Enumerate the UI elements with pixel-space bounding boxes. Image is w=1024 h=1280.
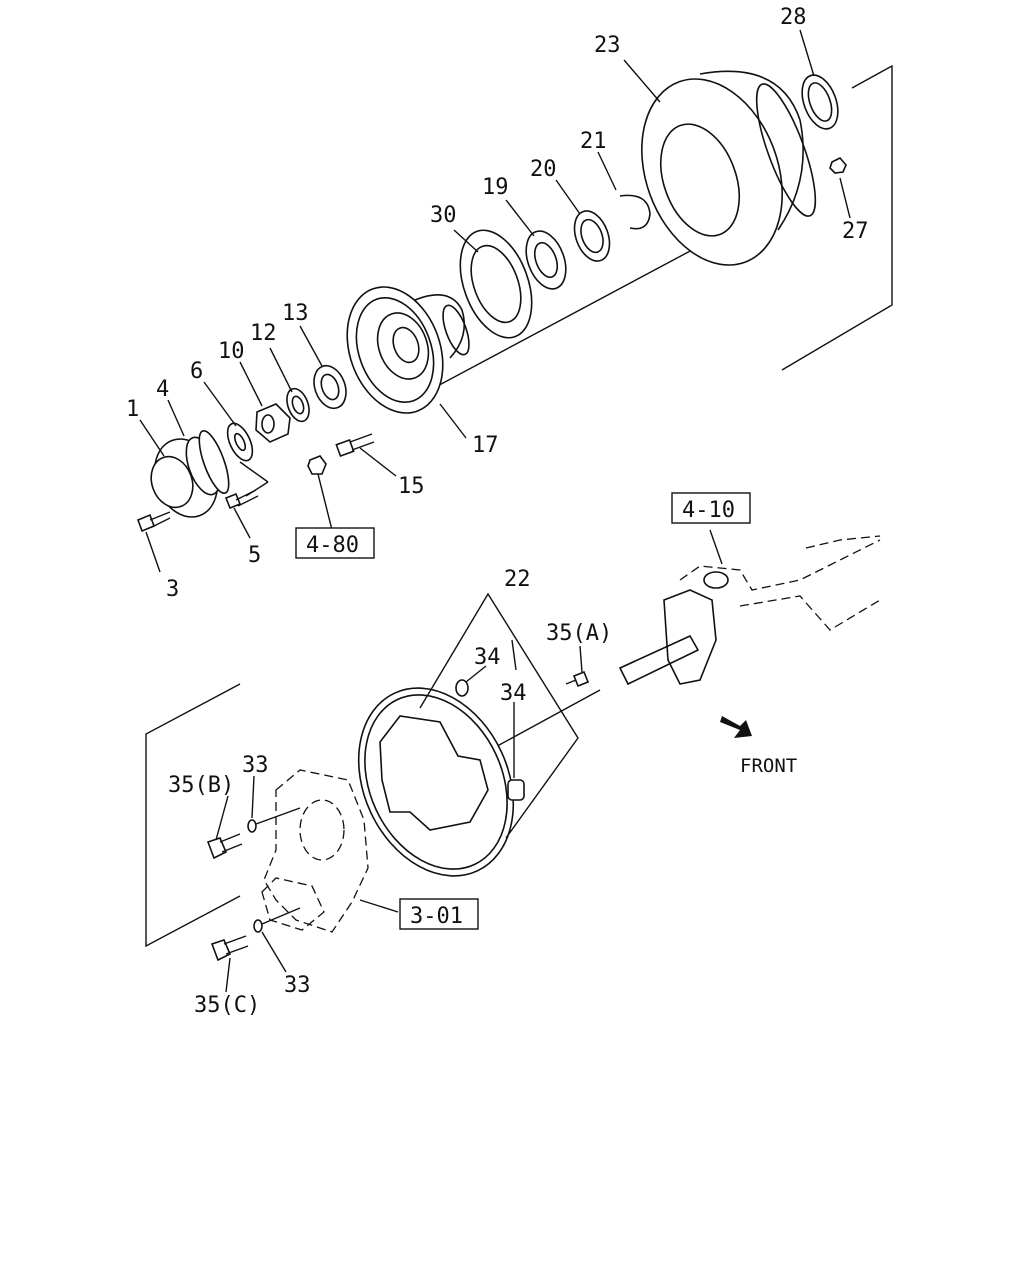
inner-bearing-part bbox=[525, 230, 567, 290]
hub-cap-bolt-part bbox=[224, 489, 259, 510]
part-label-5: 5 bbox=[248, 543, 261, 568]
part-label-34-lower: 34 bbox=[500, 681, 527, 706]
part-label-27: 27 bbox=[842, 219, 869, 244]
ref-label-4-10: 4-10 bbox=[682, 498, 735, 523]
hub-stud-part bbox=[335, 433, 375, 458]
brake-anchor-part bbox=[261, 769, 369, 933]
wheel-nut-part bbox=[307, 455, 327, 475]
part-label-12: 12 bbox=[250, 321, 277, 346]
part-label-33-upper: 33 bbox=[242, 753, 269, 778]
hub-nut-part bbox=[255, 403, 291, 443]
part-label-6: 6 bbox=[190, 359, 203, 384]
part-label-19: 19 bbox=[482, 175, 509, 200]
drum-seal-part bbox=[801, 74, 839, 130]
drum-nut-part bbox=[829, 157, 847, 174]
thrust-washer-part bbox=[286, 387, 310, 423]
part-label-35b: 35(B) bbox=[168, 773, 234, 798]
part-label-23: 23 bbox=[594, 33, 621, 58]
cap-bolt-part bbox=[136, 511, 171, 533]
part-label-33-lower: 33 bbox=[284, 973, 311, 998]
part-label-15: 15 bbox=[398, 474, 425, 499]
part-label-35a: 35(A) bbox=[546, 621, 612, 646]
part-label-17: 17 bbox=[472, 433, 499, 458]
grommet-part-lower bbox=[507, 779, 525, 801]
backing-plate-part bbox=[357, 687, 515, 877]
outer-bearing-part bbox=[313, 364, 347, 410]
steering-knuckle-part bbox=[618, 535, 881, 686]
upper-group-bracket bbox=[781, 64, 893, 371]
oil-seal-part bbox=[573, 210, 611, 262]
lock-washer-part bbox=[226, 422, 254, 462]
ref-box-4-10 bbox=[671, 492, 751, 524]
washer-part-lower bbox=[253, 919, 263, 933]
axis-line-upper-washer bbox=[255, 807, 301, 825]
ref-box-3-01 bbox=[399, 898, 479, 930]
bracket-line-6-5b bbox=[245, 481, 269, 497]
part-label-34-upper: 34 bbox=[474, 645, 501, 670]
ref-label-4-80: 4-80 bbox=[306, 533, 359, 558]
part-label-13: 13 bbox=[282, 301, 309, 326]
bolt-c-part bbox=[210, 935, 249, 962]
ref-label-3-01: 3-01 bbox=[410, 904, 463, 929]
washer-part-upper bbox=[247, 819, 257, 833]
tone-ring-part bbox=[459, 229, 533, 339]
bracket-line-6-5 bbox=[239, 461, 269, 483]
snap-ring-part bbox=[619, 194, 651, 230]
leader-lines bbox=[139, 29, 851, 993]
part-label-28: 28 bbox=[780, 5, 807, 30]
hub-axis-line bbox=[429, 233, 723, 391]
hub-cap-gasket-part bbox=[198, 430, 230, 494]
front-label: FRONT bbox=[740, 755, 797, 777]
bracket-line-22 bbox=[419, 592, 579, 839]
lower-axis-line bbox=[489, 689, 601, 751]
grommet-part-upper bbox=[455, 679, 469, 697]
bolt-a-part bbox=[565, 670, 590, 688]
ref-box-4-80 bbox=[295, 527, 375, 559]
lower-group-bracket bbox=[145, 683, 241, 948]
part-label-10: 10 bbox=[218, 339, 245, 364]
part-label-22: 22 bbox=[504, 567, 531, 592]
part-label-1: 1 bbox=[126, 397, 139, 422]
part-label-35c: 35(C) bbox=[194, 993, 260, 1018]
part-label-30: 30 bbox=[430, 203, 457, 228]
axis-line-lower-washer bbox=[261, 907, 301, 925]
part-label-20: 20 bbox=[530, 157, 557, 182]
brake-drum-part bbox=[641, 70, 817, 266]
part-label-3: 3 bbox=[166, 577, 179, 602]
wheel-hub-part bbox=[346, 286, 470, 414]
front-arrow-icon bbox=[720, 716, 752, 738]
part-label-21: 21 bbox=[580, 129, 607, 154]
bolt-b-part bbox=[206, 833, 243, 860]
part-label-4: 4 bbox=[156, 377, 169, 402]
